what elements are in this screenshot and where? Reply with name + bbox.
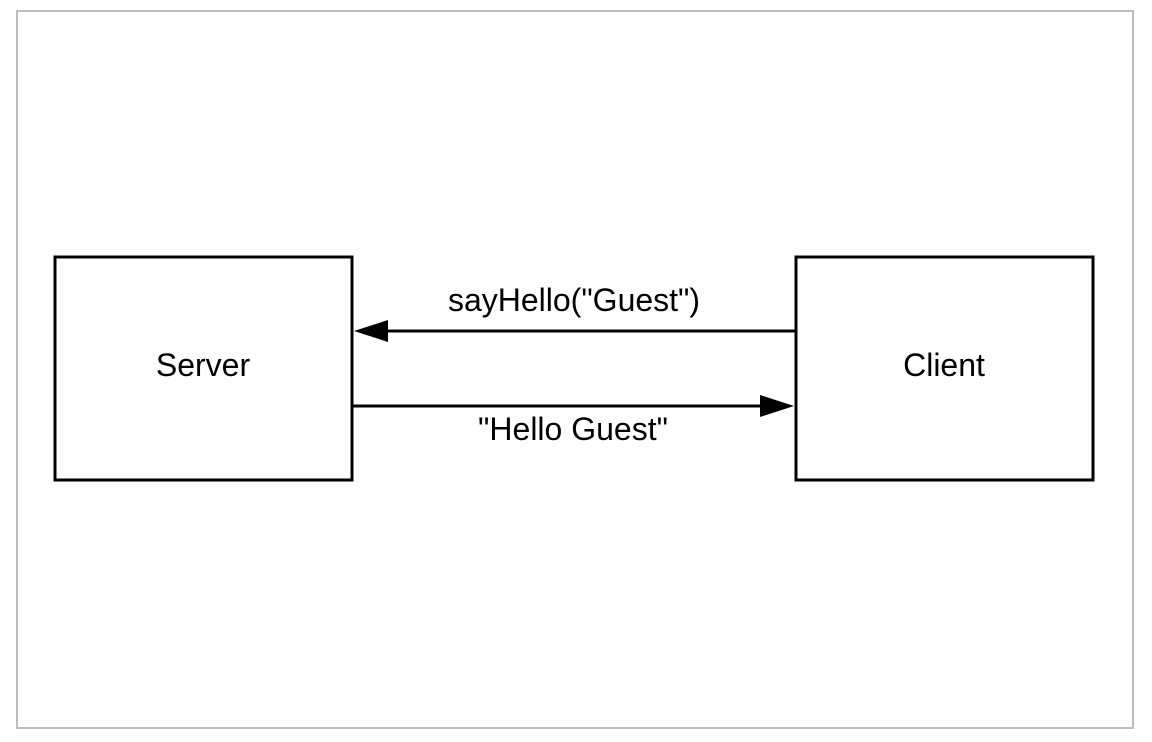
client-box [794, 255, 1095, 482]
request-edge: sayHello("Guest") [354, 282, 796, 342]
request-arrowhead-icon [354, 320, 388, 342]
server-node: Server [53, 255, 354, 482]
client-label: Client [903, 347, 985, 383]
response-arrowhead-icon [760, 395, 794, 417]
server-label: Server [156, 347, 251, 383]
request-label: sayHello("Guest") [448, 282, 700, 318]
response-edge: "Hello Guest" [352, 395, 794, 447]
server-box [53, 255, 354, 482]
response-label: "Hello Guest" [478, 411, 668, 447]
client-node: Client [794, 255, 1095, 482]
